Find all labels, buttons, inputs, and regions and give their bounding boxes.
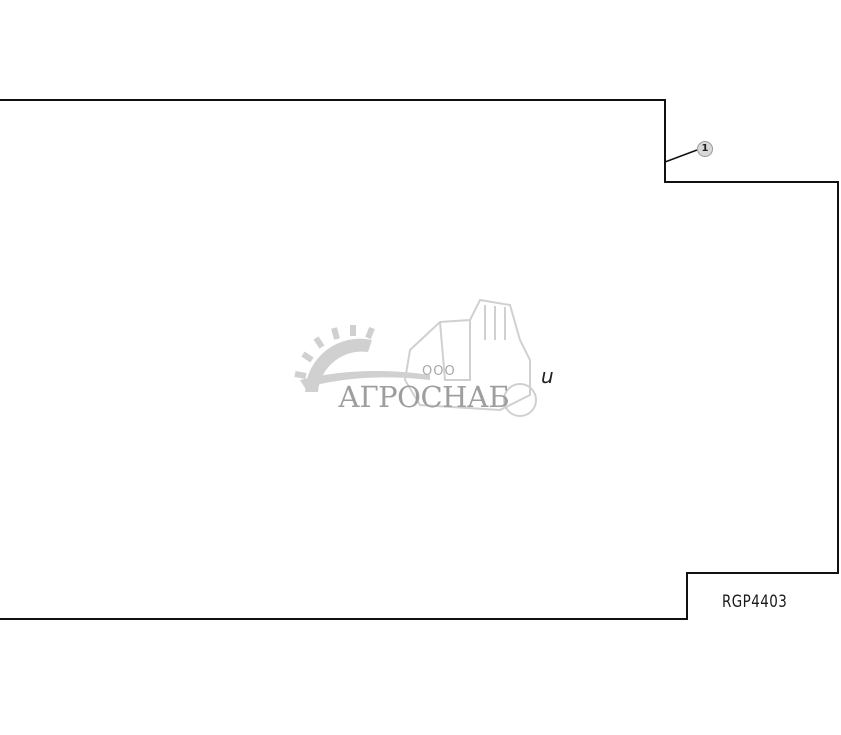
watermark-prefix: ООО bbox=[422, 364, 456, 379]
callout-leader bbox=[664, 149, 698, 163]
watermark-suffix: u bbox=[541, 364, 554, 388]
callout-number-1: 1 bbox=[697, 141, 713, 157]
gear-icon bbox=[294, 325, 375, 392]
watermark-logo bbox=[294, 298, 537, 417]
watermark-company-name: АГРОСНАБ bbox=[338, 380, 510, 414]
figure-id-label: RGP4403 bbox=[722, 592, 788, 612]
harvester-icon bbox=[403, 298, 537, 417]
kit-outline bbox=[0, 99, 839, 620]
